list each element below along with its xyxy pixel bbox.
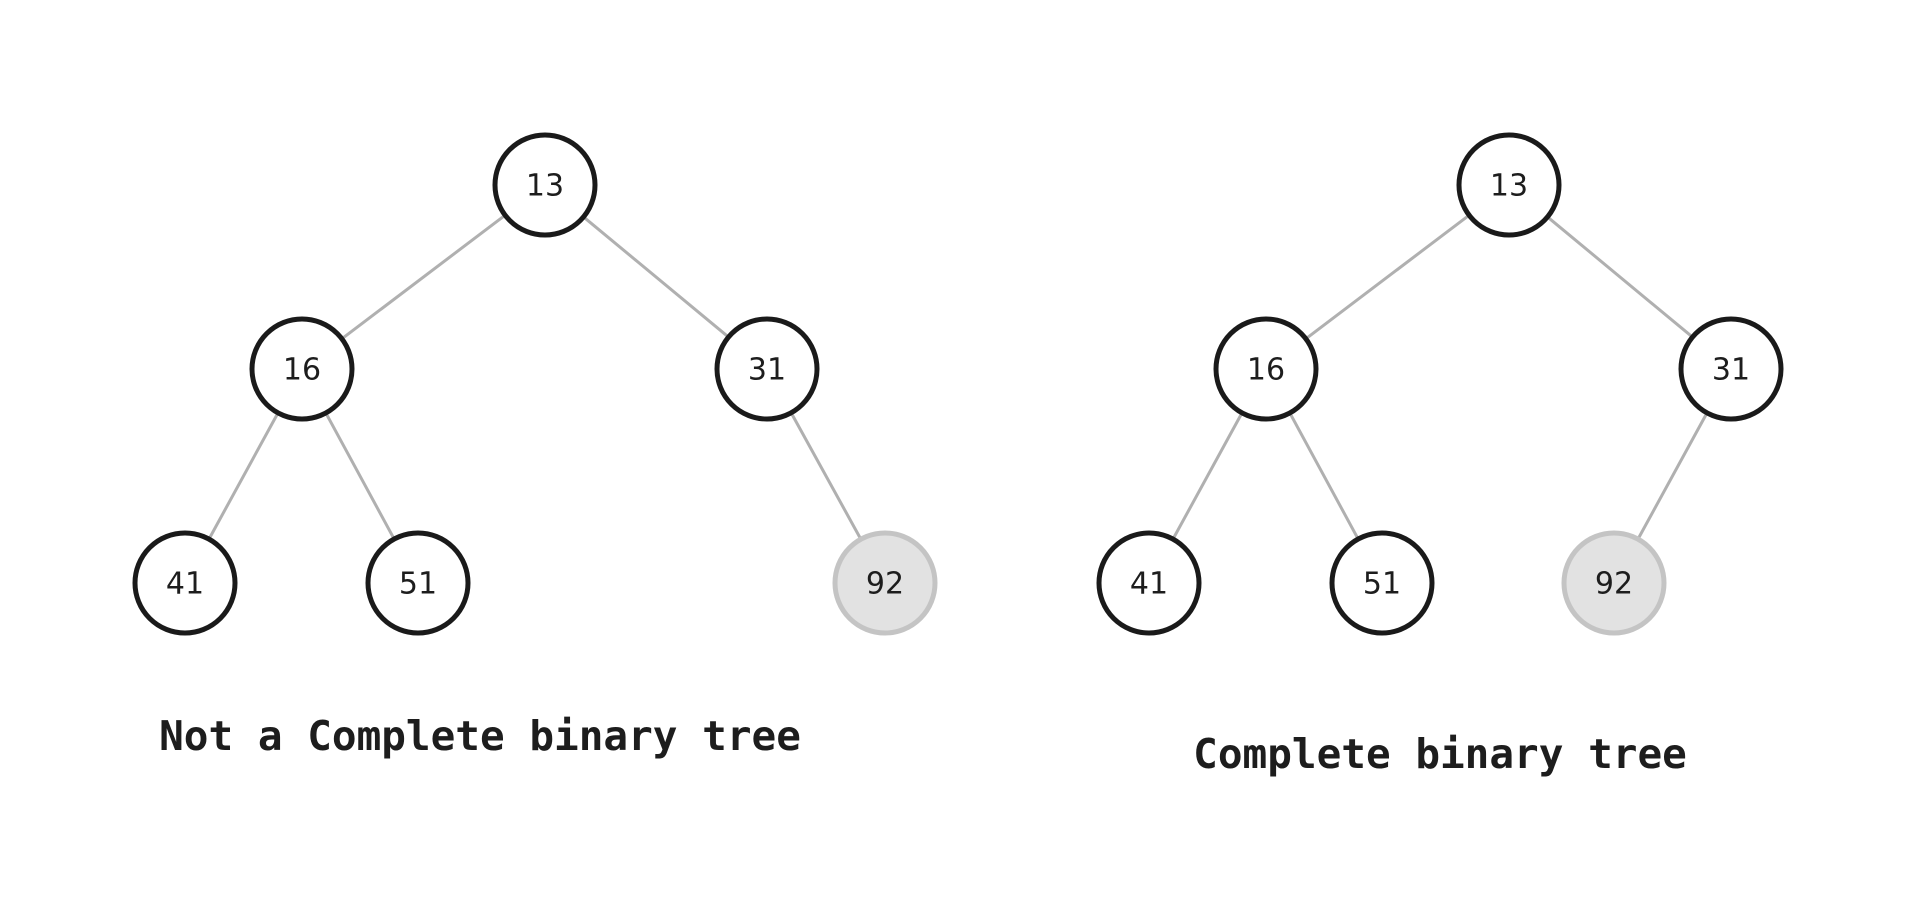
tree-panel-complete: 13 16 31 41 51 92 Complete binary tree bbox=[960, 0, 1920, 909]
tree-node-41[interactable]: 41 bbox=[1096, 530, 1202, 636]
node-circle-31[interactable] bbox=[714, 316, 820, 422]
edge-group bbox=[1171, 214, 1709, 540]
tree-node-92[interactable]: 92 bbox=[1561, 530, 1667, 636]
tree-edge-n16-n51 bbox=[1288, 412, 1360, 540]
binary-tree-not-complete: 13 16 31 41 51 92 bbox=[132, 132, 938, 636]
tree-edge-n31-n92 bbox=[1636, 412, 1709, 540]
node-circle-13[interactable] bbox=[1456, 132, 1562, 238]
node-circle-16[interactable] bbox=[249, 316, 355, 422]
tree-node-51[interactable]: 51 bbox=[1329, 530, 1435, 636]
tree-node-41[interactable]: 41 bbox=[132, 530, 238, 636]
node-circle-92[interactable] bbox=[1561, 530, 1667, 636]
tree-node-92[interactable]: 92 bbox=[832, 530, 938, 636]
tree-panel-not-complete: 13 16 31 41 51 92 Not a Complete binary tree bbox=[132, 132, 938, 760]
node-circle-92[interactable] bbox=[832, 530, 938, 636]
tree-edge-n16-n51 bbox=[324, 412, 396, 540]
tree-edge-n16-n41 bbox=[207, 412, 280, 540]
node-circle-16[interactable] bbox=[1213, 316, 1319, 422]
node-circle-41[interactable] bbox=[132, 530, 238, 636]
tree-edge-n13-n31 bbox=[582, 216, 730, 338]
node-circle-31[interactable] bbox=[1678, 316, 1784, 422]
tree-node-13[interactable]: 13 bbox=[1456, 132, 1562, 238]
tree-edge-n13-n16 bbox=[341, 214, 506, 340]
tree-node-31[interactable]: 31 bbox=[714, 316, 820, 422]
tree-node-13[interactable]: 13 bbox=[492, 132, 598, 238]
tree-node-16[interactable]: 16 bbox=[249, 316, 355, 422]
node-circle-51[interactable] bbox=[365, 530, 471, 636]
tree-edge-n16-n41 bbox=[1171, 412, 1244, 540]
node-circle-13[interactable] bbox=[492, 132, 598, 238]
edge-group bbox=[207, 214, 862, 540]
tree-node-31[interactable]: 31 bbox=[1678, 316, 1784, 422]
tree-node-51[interactable]: 51 bbox=[365, 530, 471, 636]
binary-tree-complete: 13 16 31 41 51 92 bbox=[1096, 132, 1784, 636]
tree-edge-n31-n92 bbox=[790, 412, 862, 540]
node-circle-51[interactable] bbox=[1329, 530, 1435, 636]
node-circle-41[interactable] bbox=[1096, 530, 1202, 636]
tree-node-16[interactable]: 16 bbox=[1213, 316, 1319, 422]
tree-edge-n13-n16 bbox=[1305, 214, 1470, 340]
tree-edge-n13-n31 bbox=[1546, 216, 1694, 338]
caption-not-complete-binary-tree: Not a Complete binary tree bbox=[159, 712, 801, 760]
caption-complete-binary-tree: Complete binary tree bbox=[1193, 730, 1687, 778]
